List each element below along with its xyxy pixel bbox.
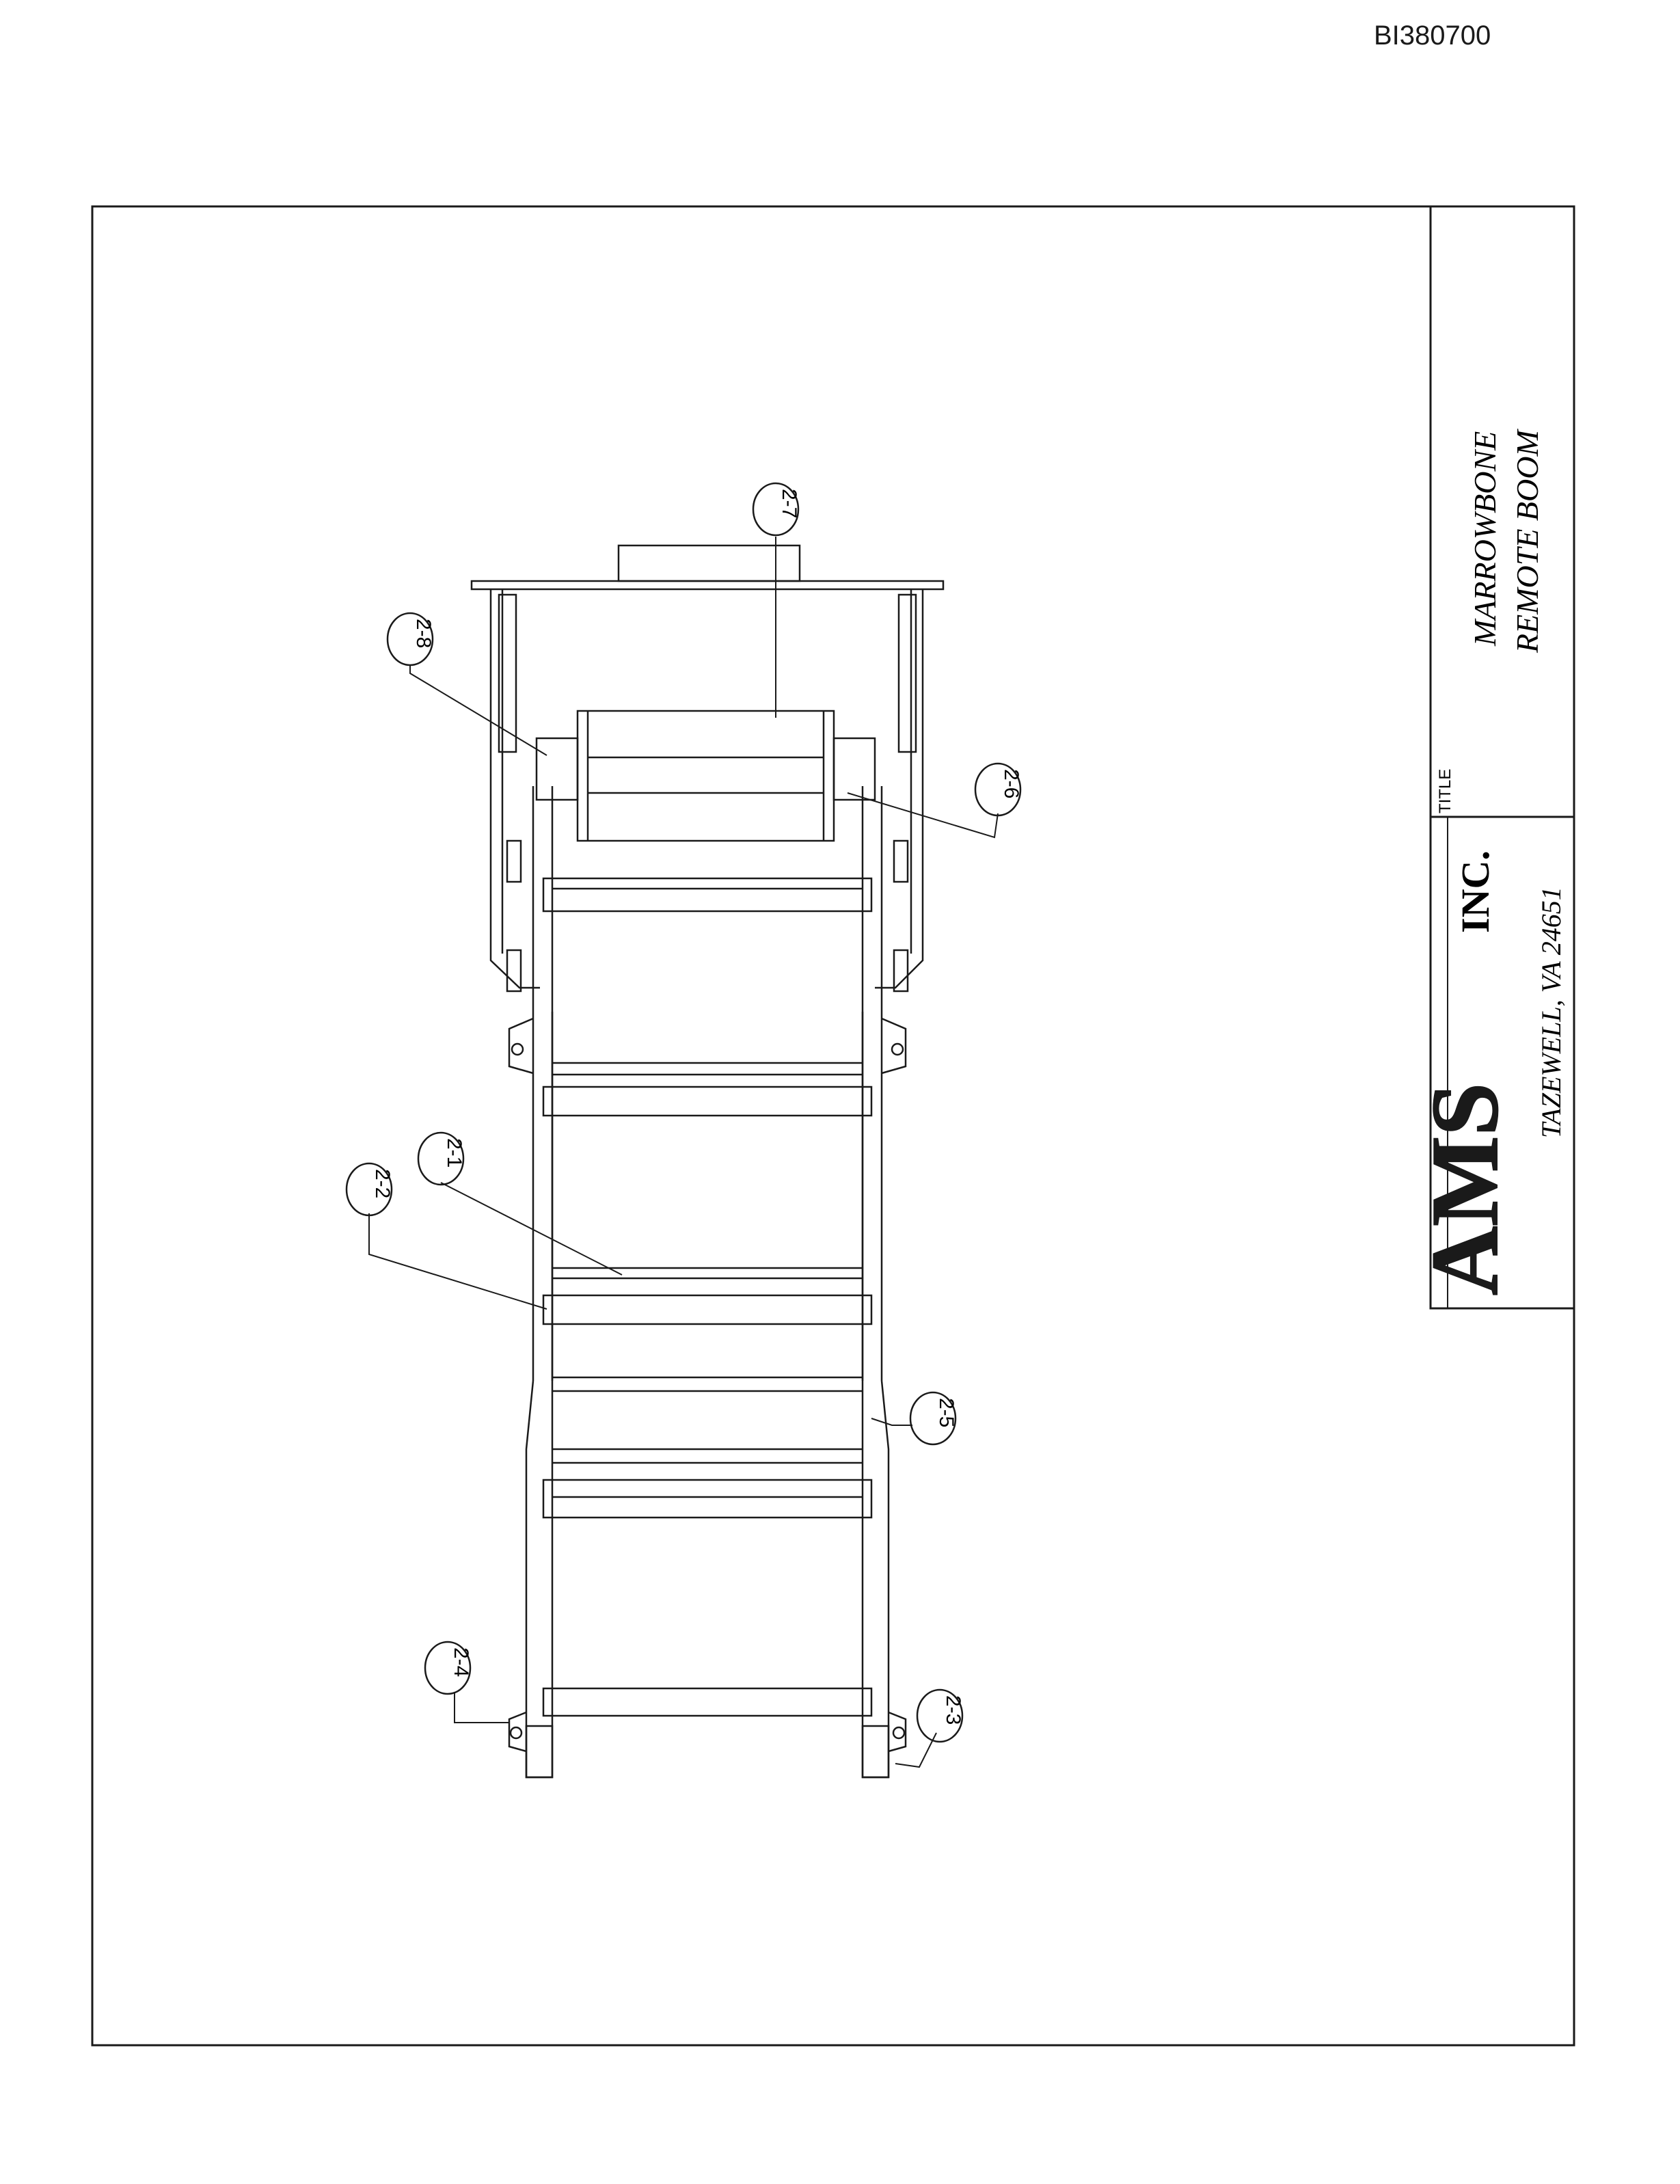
- callout-2-8: 2-8: [386, 612, 435, 666]
- callout-2-6: 2-6: [974, 762, 1022, 817]
- cross-members: [542, 877, 873, 1717]
- title-line-2: REMOTE BOOM: [1510, 429, 1545, 653]
- svg-text:2-2: 2-2: [371, 1169, 394, 1198]
- svg-text:2-4: 2-4: [450, 1647, 472, 1677]
- drawing-border: [91, 205, 1575, 2047]
- title-block: TITLE MARROWBONE REMOTE BOOM AMS INC. TA…: [1411, 205, 1575, 1310]
- callout-2-4: 2-4: [424, 1641, 472, 1695]
- callout-2-7: 2-7: [752, 482, 800, 537]
- svg-text:2-1: 2-1: [443, 1138, 465, 1168]
- title-line-1: MARROWBONE: [1467, 431, 1502, 647]
- boom-side-rails: [508, 786, 907, 1779]
- svg-text:2-7: 2-7: [778, 489, 800, 518]
- company-address: TAZEWELL, VA 24651: [1536, 887, 1567, 1138]
- company-logo: AMS: [1412, 1083, 1518, 1295]
- svg-text:2-6: 2-6: [1000, 769, 1022, 798]
- svg-text:2-8: 2-8: [412, 619, 435, 648]
- svg-text:2-3: 2-3: [942, 1695, 964, 1725]
- title-label: TITLE: [1436, 769, 1454, 813]
- company-suffix: INC.: [1453, 850, 1498, 933]
- head-end-assembly: [470, 544, 945, 993]
- leader-lines: [368, 537, 999, 1768]
- callout-2-1: 2-1: [417, 1131, 465, 1186]
- document-id: BI380700: [1374, 21, 1491, 51]
- callout-2-3: 2-3: [916, 1688, 964, 1743]
- head-drum: [535, 710, 876, 842]
- svg-text:2-5: 2-5: [935, 1398, 958, 1427]
- callout-2-2: 2-2: [345, 1162, 394, 1217]
- callout-2-5: 2-5: [909, 1391, 958, 1446]
